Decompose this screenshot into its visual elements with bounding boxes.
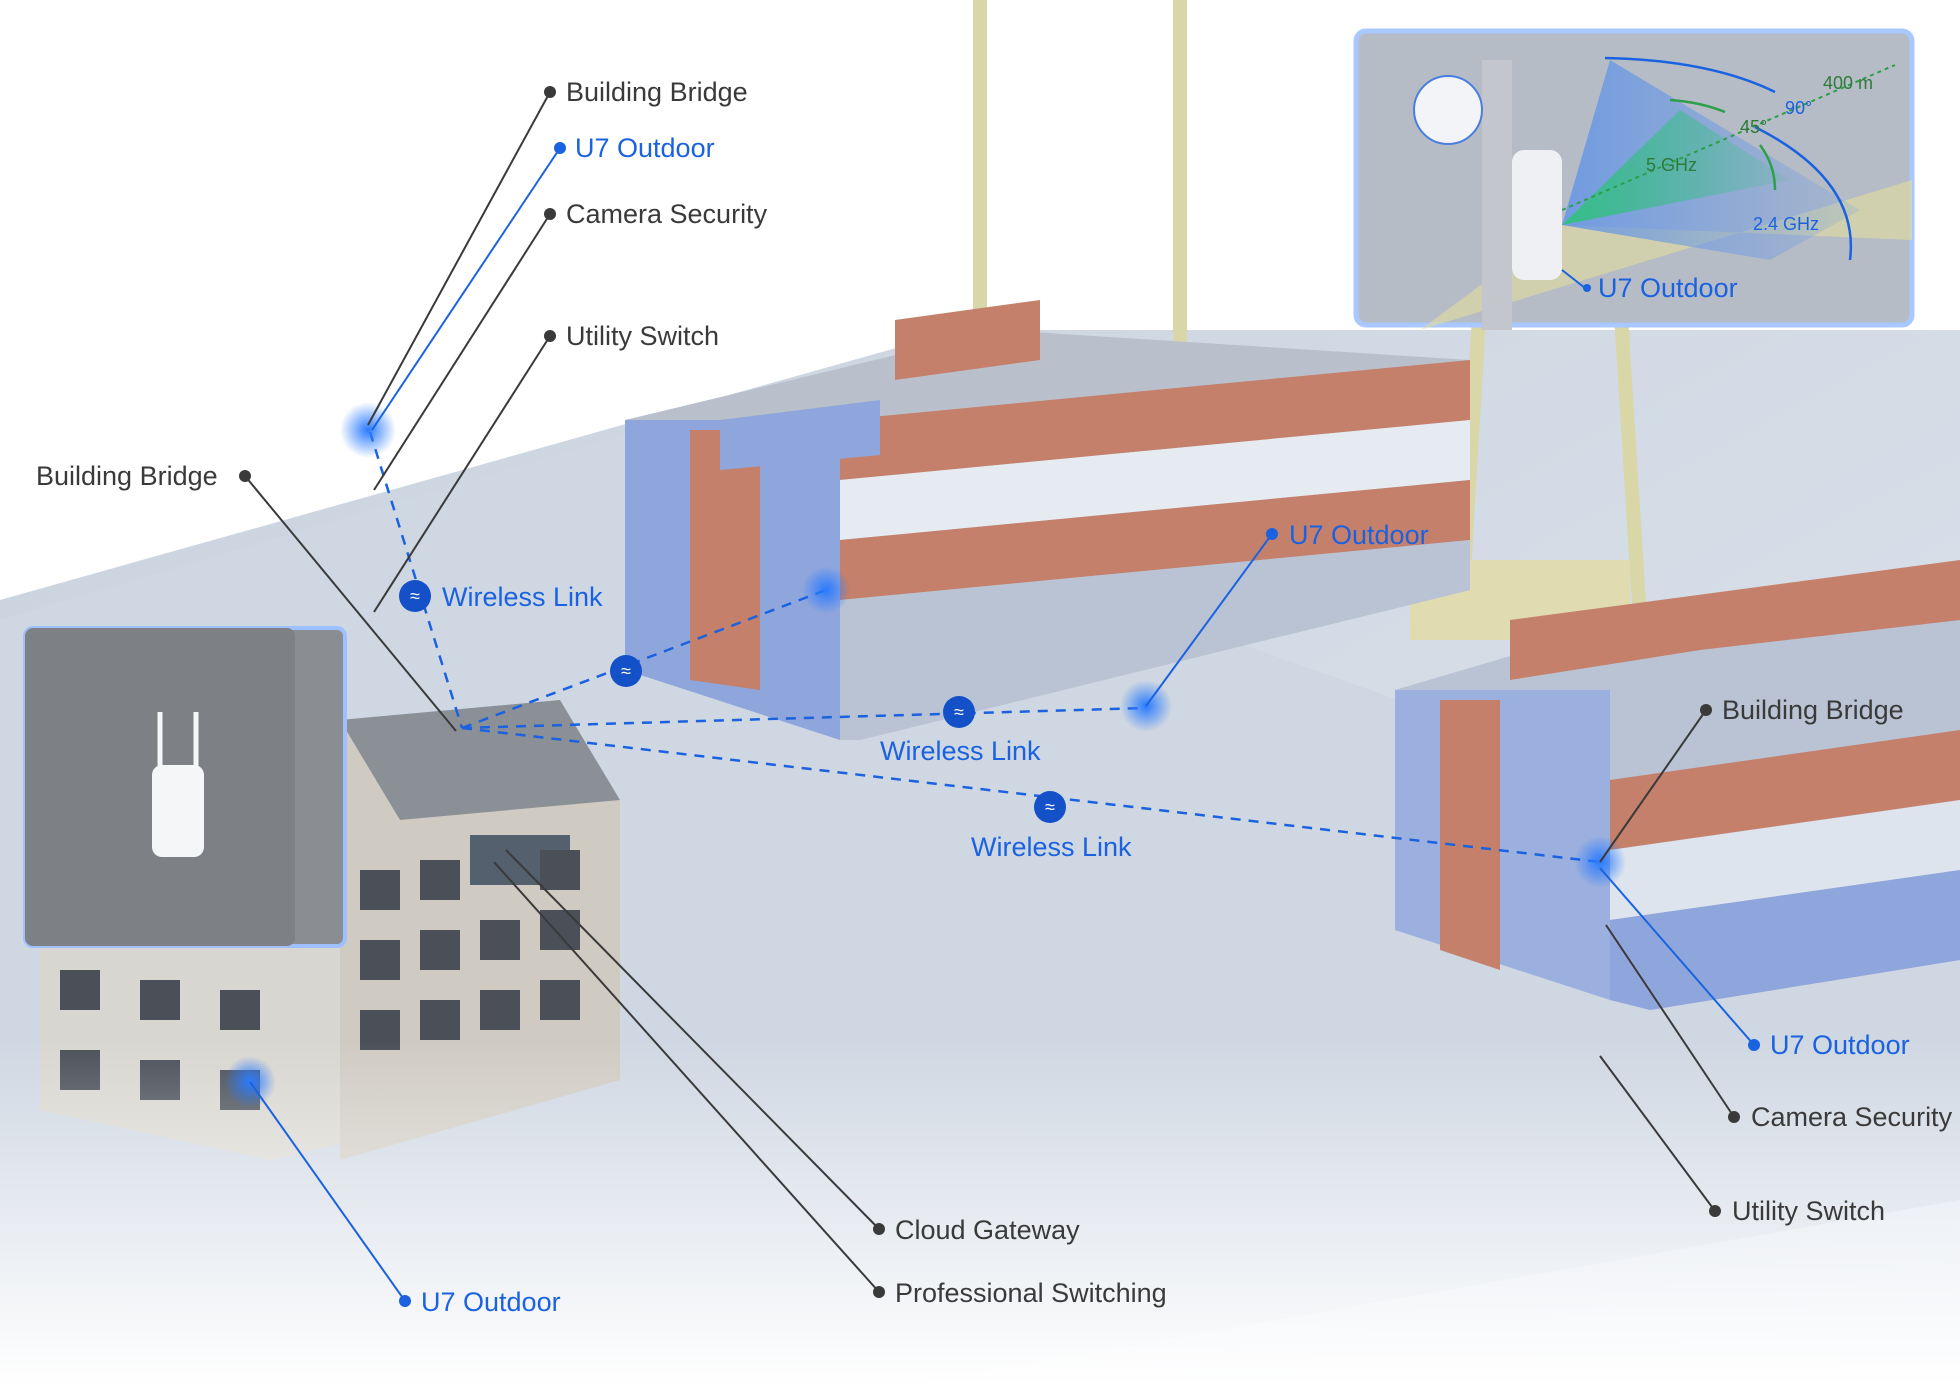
wireless-link-icons: ≈ ≈ ≈ ≈ [399, 580, 1066, 823]
wireless-icon: ≈ [610, 655, 642, 687]
u7-outdoor-wall-device [152, 765, 204, 857]
angle-90-label: 90° [1785, 98, 1812, 118]
svg-text:≈: ≈ [621, 661, 631, 681]
label-professional-switching: Professional Switching [895, 1278, 1167, 1308]
u7-outdoor-device [1512, 150, 1562, 280]
coverage-inset: 400 m 90° 45° 5 GHz 2.4 GHz U7 Outdoor [1353, 28, 1915, 330]
svg-text:≈: ≈ [410, 586, 420, 606]
label-utility-switch: Utility Switch [1732, 1196, 1885, 1226]
range-label: 400 m [1823, 73, 1873, 93]
wireless-links [368, 431, 1601, 864]
label-u7-outdoor: U7 Outdoor [421, 1287, 561, 1317]
leader-lines [244, 91, 1755, 1302]
wireless-icon: ≈ [1034, 791, 1066, 823]
inset-device-label: U7 Outdoor [1598, 273, 1738, 303]
band-24ghz-label: 2.4 GHz [1753, 214, 1819, 234]
label-utility-switch: Utility Switch [566, 321, 719, 351]
label-wireless-link: Wireless Link [971, 832, 1132, 862]
label-cloud-gateway: Cloud Gateway [895, 1215, 1080, 1245]
label-building-bridge: Building Bridge [36, 461, 218, 491]
building-bridge-dish [1413, 75, 1483, 145]
label-dots [239, 86, 1760, 1307]
svg-text:≈: ≈ [954, 702, 964, 722]
label-u7-outdoor: U7 Outdoor [1770, 1030, 1910, 1060]
label-u7-outdoor: U7 Outdoor [575, 133, 715, 163]
label-wireless-link: Wireless Link [880, 736, 1041, 766]
label-camera-security: Camera Security [566, 199, 768, 229]
label-wireless-link: Wireless Link [442, 582, 603, 612]
pole [1482, 60, 1512, 330]
band-5ghz-label: 5 GHz [1646, 155, 1697, 175]
wall-mount-inset [23, 626, 347, 948]
label-u7-outdoor: U7 Outdoor [1289, 520, 1429, 550]
angle-45-label: 45° [1740, 117, 1767, 137]
label-building-bridge: Building Bridge [566, 77, 748, 107]
svg-text:≈: ≈ [1045, 797, 1055, 817]
wireless-icon: ≈ [399, 580, 431, 612]
beam-5ghz [1562, 110, 1790, 225]
wireless-icon: ≈ [943, 696, 975, 728]
label-camera-security: Camera Security [1751, 1102, 1953, 1132]
label-building-bridge: Building Bridge [1722, 695, 1904, 725]
